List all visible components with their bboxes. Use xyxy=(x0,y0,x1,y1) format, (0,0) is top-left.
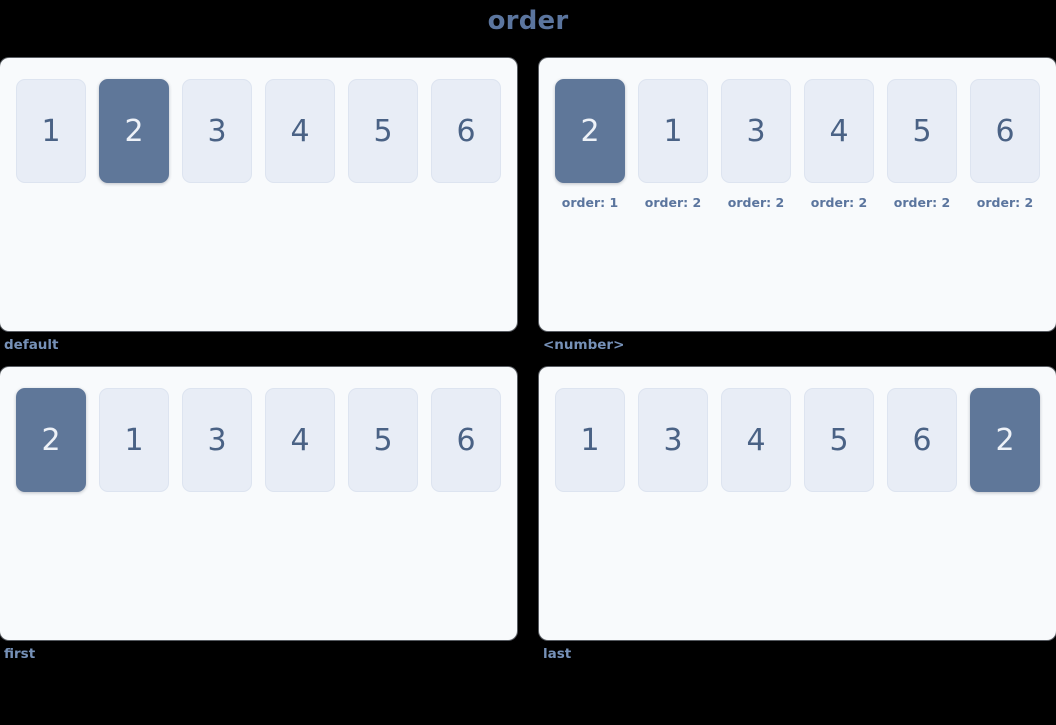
demo-panel-first: 2 1 3 4 5 6 xyxy=(0,367,517,640)
list-item: 4 xyxy=(265,79,335,183)
list-item: 4 order: 2 xyxy=(804,79,874,210)
order-box[interactable]: 4 xyxy=(265,79,335,183)
order-box[interactable]: 4 xyxy=(721,388,791,492)
panel-caption-first: first xyxy=(4,646,36,662)
page-title: order xyxy=(487,6,569,36)
panel-caption-default: default xyxy=(4,337,59,353)
order-box[interactable]: 5 xyxy=(804,388,874,492)
list-item: 6 xyxy=(887,388,957,492)
order-box[interactable]: 4 xyxy=(804,79,874,183)
order-box-highlighted[interactable]: 2 xyxy=(555,79,625,183)
list-item: 1 order: 2 xyxy=(638,79,708,210)
list-item: 3 xyxy=(182,79,252,183)
order-value-label: order: 2 xyxy=(810,195,868,210)
list-item: 5 order: 2 xyxy=(887,79,957,210)
order-box[interactable]: 1 xyxy=(638,79,708,183)
order-box[interactable]: 4 xyxy=(265,388,335,492)
panel-caption-number: <number> xyxy=(543,337,625,353)
box-row-number: 2 order: 1 1 order: 2 3 order: 2 4 order… xyxy=(539,79,1056,210)
order-box[interactable]: 6 xyxy=(970,79,1040,183)
order-value-label: order: 2 xyxy=(893,195,951,210)
order-box[interactable]: 6 xyxy=(431,79,501,183)
list-item: 4 xyxy=(721,388,791,492)
box-row-first: 2 1 3 4 5 6 xyxy=(0,388,517,492)
order-box[interactable]: 6 xyxy=(887,388,957,492)
order-box[interactable]: 5 xyxy=(887,79,957,183)
list-item: 5 xyxy=(348,388,418,492)
order-box-highlighted[interactable]: 2 xyxy=(970,388,1040,492)
order-box[interactable]: 3 xyxy=(721,79,791,183)
panel-cell-first: 2 1 3 4 5 6 xyxy=(0,367,517,663)
order-box[interactable]: 3 xyxy=(182,79,252,183)
order-box[interactable]: 3 xyxy=(182,388,252,492)
panel-cell-number: 2 order: 1 1 order: 2 3 order: 2 4 order… xyxy=(539,58,1056,354)
panel-grid: 1 2 3 4 5 6 xyxy=(0,58,1056,663)
panel-caption-last: last xyxy=(543,646,572,662)
panel-cell-default: 1 2 3 4 5 6 xyxy=(0,58,517,354)
order-box-highlighted[interactable]: 2 xyxy=(16,388,86,492)
demo-panel-number: 2 order: 1 1 order: 2 3 order: 2 4 order… xyxy=(539,58,1056,331)
order-box[interactable]: 1 xyxy=(16,79,86,183)
order-value-label: order: 1 xyxy=(561,195,619,210)
order-value-label: order: 2 xyxy=(727,195,785,210)
box-row-last: 1 3 4 5 6 2 xyxy=(539,388,1056,492)
box-row-default: 1 2 3 4 5 6 xyxy=(0,79,517,183)
demo-panel-default: 1 2 3 4 5 6 xyxy=(0,58,517,331)
list-item: 5 xyxy=(348,79,418,183)
list-item: 2 xyxy=(970,388,1040,492)
order-box[interactable]: 1 xyxy=(555,388,625,492)
list-item: 2 xyxy=(99,79,169,183)
order-value-label: order: 2 xyxy=(644,195,702,210)
list-item: 2 order: 1 xyxy=(555,79,625,210)
list-item: 2 xyxy=(16,388,86,492)
list-item: 6 order: 2 xyxy=(970,79,1040,210)
list-item: 3 xyxy=(182,388,252,492)
order-box[interactable]: 5 xyxy=(348,79,418,183)
order-box[interactable]: 6 xyxy=(431,388,501,492)
list-item: 4 xyxy=(265,388,335,492)
demo-panel-last: 1 3 4 5 6 2 xyxy=(539,367,1056,640)
order-box[interactable]: 3 xyxy=(638,388,708,492)
list-item: 1 xyxy=(99,388,169,492)
list-item: 3 order: 2 xyxy=(721,79,791,210)
list-item: 3 xyxy=(638,388,708,492)
order-box-highlighted[interactable]: 2 xyxy=(99,79,169,183)
list-item: 6 xyxy=(431,79,501,183)
order-box[interactable]: 5 xyxy=(348,388,418,492)
list-item: 1 xyxy=(16,79,86,183)
panel-cell-last: 1 3 4 5 6 2 xyxy=(539,367,1056,663)
list-item: 5 xyxy=(804,388,874,492)
order-value-label: order: 2 xyxy=(976,195,1034,210)
list-item: 1 xyxy=(555,388,625,492)
list-item: 6 xyxy=(431,388,501,492)
order-box[interactable]: 1 xyxy=(99,388,169,492)
